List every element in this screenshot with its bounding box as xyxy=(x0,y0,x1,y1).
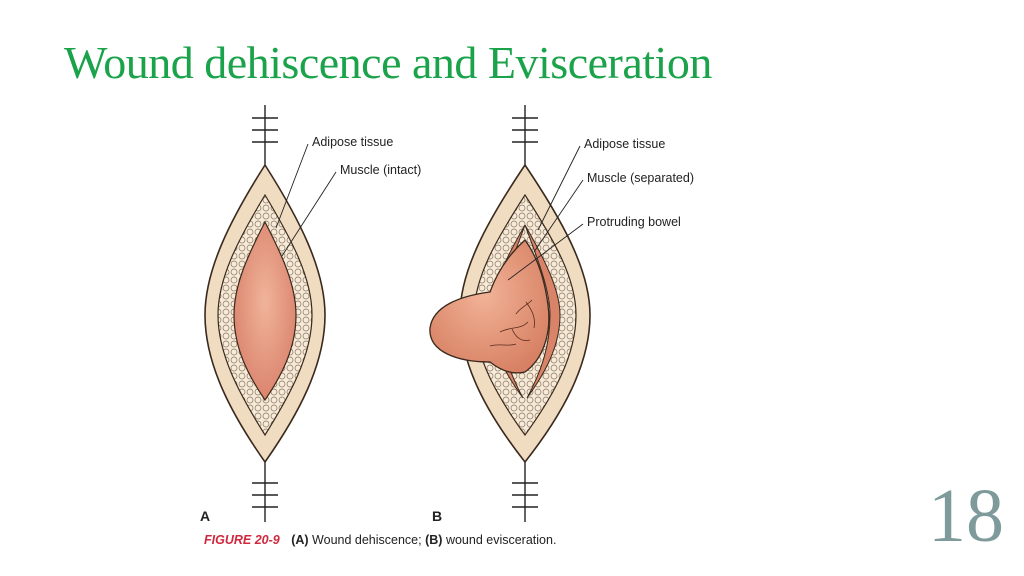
leader-bowel-b xyxy=(507,223,584,281)
figure-caption: FIGURE 20-9 (A) Wound dehiscence; (B) wo… xyxy=(204,533,556,547)
leader-muscle-a xyxy=(281,171,337,257)
leader-muscle-b xyxy=(533,179,584,253)
slide-title: Wound dehiscence and Evisceration xyxy=(64,37,712,88)
muscle-intact-a xyxy=(233,220,297,402)
suture-bottom-a xyxy=(252,460,278,522)
caption-part-a-letter: (A) xyxy=(291,533,308,547)
caption-part-b-letter: (B) xyxy=(425,533,442,547)
suture-top-b xyxy=(512,105,538,165)
leader-adipose-b xyxy=(537,145,581,231)
panel-b-letter: B xyxy=(432,508,442,524)
label-adipose-b: Adipose tissue xyxy=(584,137,665,151)
panel-b-diagram: Adipose tissue Muscle (separated) Protru… xyxy=(429,105,694,524)
protruding-bowel-b xyxy=(429,239,550,374)
label-adipose-a: Adipose tissue xyxy=(312,135,393,149)
leader-adipose-a xyxy=(275,143,309,229)
panel-a-letter: A xyxy=(200,508,210,524)
caption-part-a-text: Wound dehiscence; xyxy=(312,533,425,547)
page-number: 18 xyxy=(928,474,1004,558)
wound-figure: Adipose tissue Muscle (intact) A xyxy=(200,105,694,547)
label-muscle-b: Muscle (separated) xyxy=(587,171,694,185)
suture-top-a xyxy=(252,105,278,165)
bowel-vessels-b xyxy=(489,299,535,347)
panel-a-diagram: Adipose tissue Muscle (intact) A xyxy=(200,105,421,524)
suture-bottom-b xyxy=(512,460,538,522)
caption-part-b-text: wound evisceration. xyxy=(445,533,556,547)
label-muscle-a: Muscle (intact) xyxy=(340,163,421,177)
label-bowel-b: Protruding bowel xyxy=(587,215,681,229)
muscle-separated-right-b xyxy=(524,224,561,399)
caption-figure-label: FIGURE 20-9 xyxy=(204,533,280,547)
